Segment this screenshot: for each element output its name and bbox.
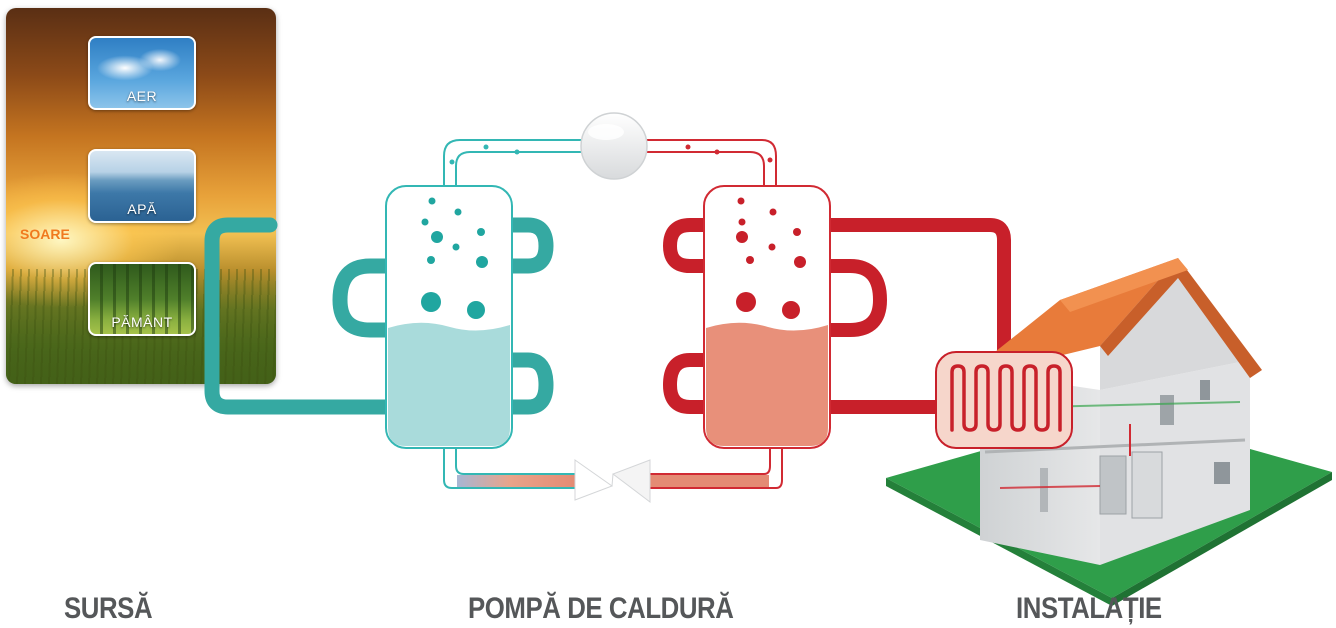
evaporator-tank [385,185,513,449]
heat-pump-caption: POMPĂ DE CALDURĂ [468,592,734,625]
source-panel: AER APĂ PĂMÂNT SOARE [6,8,276,384]
ground-label: PĂMÂNT [111,314,173,330]
installation-caption: INSTALAȚIE [1016,592,1162,625]
house-illustration [886,258,1332,606]
expansion-pipes [443,446,783,489]
condenser-tank [703,185,831,449]
radiator-icon [935,351,1073,449]
sun-label: SOARE [20,226,70,242]
source-caption: SURSĂ [64,592,153,625]
expansion-valve [574,459,651,504]
compressor [580,112,648,180]
air-label: AER [126,88,158,104]
air-tile: AER [88,36,196,110]
ground-tile: PĂMÂNT [88,262,196,336]
water-label: APĂ [127,201,157,217]
water-tile: APĂ [88,149,196,223]
refrigerant-tubes [443,139,777,186]
